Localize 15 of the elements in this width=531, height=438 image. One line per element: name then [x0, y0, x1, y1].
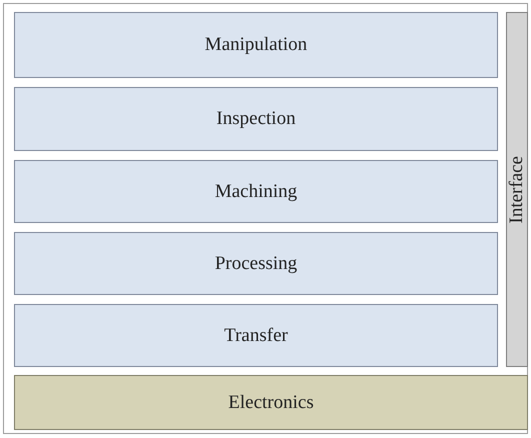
layer-box: [14, 12, 498, 78]
layer-box: [14, 304, 498, 367]
frame-box: [3, 3, 528, 434]
layer-label: Inspection: [216, 108, 296, 130]
layer-label: Transfer: [224, 324, 288, 346]
layer-label: Interface: [506, 156, 528, 224]
layer-label: Electronics: [228, 392, 314, 414]
layer-label: Processing: [214, 252, 298, 274]
vertical-panel: [506, 12, 528, 367]
layer-box: [14, 232, 498, 295]
layer-label: Manipulation: [204, 34, 308, 56]
layer-label: Machining: [214, 180, 298, 202]
layer-box: [14, 160, 498, 223]
base-layer: [14, 375, 528, 430]
layer-box: [14, 87, 498, 151]
